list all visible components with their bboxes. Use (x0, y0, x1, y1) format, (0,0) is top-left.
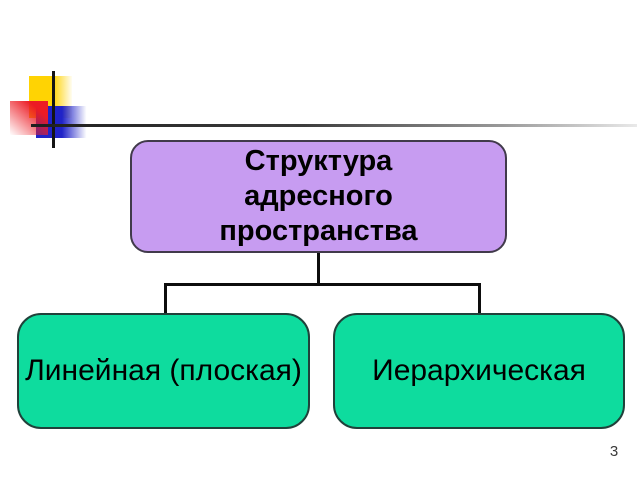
connector-right-branch (478, 283, 481, 314)
diagram-child-node-linear: Линейная (плоская) (17, 313, 310, 429)
root-label-line-3: пространства (219, 215, 418, 247)
connector-left-branch (164, 283, 167, 314)
page-number: 3 (609, 443, 619, 460)
diagram-root-label: Структура адресного пространства (219, 144, 417, 249)
diagram-child-node-hierarchical: Иерархическая (333, 313, 625, 429)
header-divider-line (31, 124, 637, 127)
logo-red-square-icon (10, 101, 48, 135)
connector-horizontal (164, 283, 481, 286)
root-label-line-1: Структура (244, 145, 393, 177)
root-label-line-2: адресного (244, 180, 393, 212)
logo-vertical-line (52, 71, 55, 148)
child-node-label: Иерархическая (372, 354, 586, 387)
diagram-root-node: Структура адресного пространства (130, 140, 507, 253)
child-node-label: Линейная (плоская) (25, 354, 302, 387)
connector-root-stem (317, 253, 320, 285)
